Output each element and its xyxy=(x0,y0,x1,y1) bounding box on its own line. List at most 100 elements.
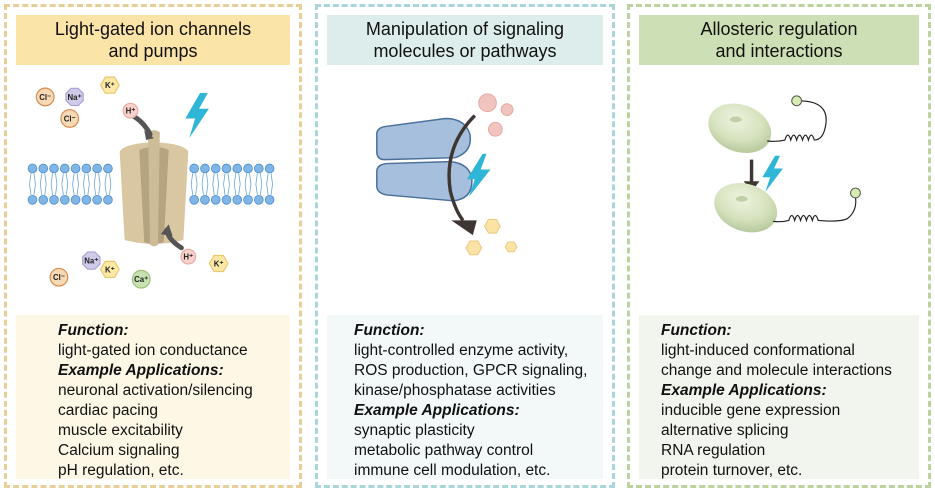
panel-title: Allosteric regulation and interactions xyxy=(700,19,858,61)
lipid-tail xyxy=(190,173,198,195)
lipid-head xyxy=(243,163,253,174)
lipid-tail xyxy=(233,173,241,195)
ligand-icon xyxy=(850,187,861,199)
lipid-head xyxy=(221,195,232,205)
lipid-head xyxy=(200,195,210,205)
ion-icon xyxy=(122,102,139,119)
ion-label: Na⁺ xyxy=(68,93,82,102)
illustration-ion-channel: Cl⁻Na⁺K⁺Cl⁻H⁺Na⁺H⁺K⁺Cl⁻K⁺Ca⁺ xyxy=(7,71,299,311)
ion-icon xyxy=(60,109,80,128)
lipid-head xyxy=(254,195,264,205)
lipid-head xyxy=(221,163,232,174)
substrate-circles-icon xyxy=(478,93,514,137)
lipid-tail xyxy=(93,173,101,195)
illustration-allosteric xyxy=(630,71,928,311)
ions-group: Cl⁻Na⁺K⁺Cl⁻H⁺Na⁺H⁺K⁺Cl⁻K⁺Ca⁺ xyxy=(35,76,229,289)
ion-icon xyxy=(35,87,55,107)
ion-label: Cl⁻ xyxy=(39,93,51,102)
lipid-tail xyxy=(255,173,263,195)
function-line: change and molecule interactions xyxy=(661,362,892,379)
helix-linker-icon xyxy=(773,196,857,223)
protein-domain-icon xyxy=(708,103,772,153)
application-item: Calcium signaling xyxy=(58,442,180,459)
lipid-head xyxy=(81,195,92,205)
info-box: Function: light-gated ion conductance Ex… xyxy=(16,315,290,479)
application-item: RNA regulation xyxy=(661,442,766,459)
lipid-head xyxy=(70,163,81,174)
ion-label: K⁺ xyxy=(214,259,224,268)
ion-icon xyxy=(208,254,229,273)
illustration-enzyme xyxy=(318,71,612,311)
ion-label: Cl⁻ xyxy=(64,114,76,123)
helix-linker-icon xyxy=(767,100,827,143)
lipid-head xyxy=(92,195,102,205)
lipid-head xyxy=(189,195,199,205)
lipid-head xyxy=(49,163,59,174)
lipid-tail xyxy=(61,173,69,195)
function-line: kinase/phosphatase activities xyxy=(354,382,556,399)
application-item: cardiac pacing xyxy=(58,402,158,419)
panel-title: Manipulation of signaling molecules or p… xyxy=(365,19,565,61)
lipid-head xyxy=(38,195,49,205)
lightning-icon xyxy=(466,153,491,197)
function-line: light-induced conformational xyxy=(661,342,855,359)
function-label: Function: xyxy=(58,322,129,339)
lipid-tail xyxy=(201,173,209,195)
application-item: metabolic pathway control xyxy=(354,442,534,459)
ion-icon xyxy=(82,251,101,270)
panel-header: Manipulation of signaling molecules or p… xyxy=(327,15,603,65)
applications-label: Example Applications: xyxy=(354,402,520,419)
panel-header: Light-gated ion channels and pumps xyxy=(16,15,290,65)
lipid-membrane-icon xyxy=(27,163,275,205)
lipid-head xyxy=(81,163,92,174)
panel-header: Allosteric regulation and interactions xyxy=(639,15,919,65)
application-item: pH regulation, etc. xyxy=(58,462,184,479)
applications-label: Example Applications: xyxy=(58,362,224,379)
lipid-head xyxy=(60,195,70,205)
protein-domain-icon xyxy=(714,182,778,233)
lipid-head xyxy=(210,163,221,174)
function-label: Function: xyxy=(354,322,425,339)
ion-icon xyxy=(65,87,84,107)
panel-ion-channels: Light-gated ion channels and pumps Cl⁻ Na… xyxy=(4,4,302,488)
function-line: light-controlled enzyme activity, xyxy=(354,342,569,359)
application-item: inducible gene expression xyxy=(661,402,841,419)
lipid-head xyxy=(27,195,38,205)
lipid-head xyxy=(243,195,253,205)
enzyme-icon xyxy=(376,117,473,202)
lipid-head xyxy=(92,163,102,174)
lipid-head xyxy=(264,195,275,205)
lipid-head xyxy=(103,195,113,205)
lipid-head xyxy=(27,163,38,174)
application-item: muscle excitability xyxy=(58,422,183,439)
ion-label: K⁺ xyxy=(105,81,115,90)
ion-channel-icon xyxy=(119,130,189,247)
lipid-tail xyxy=(50,173,58,195)
lipid-head xyxy=(254,163,264,174)
panel-allosteric: Allosteric regulation and interactions xyxy=(627,4,931,488)
applications-label: Example Applications: xyxy=(661,382,827,399)
ion-label: K⁺ xyxy=(105,265,115,274)
ion-label: H⁺ xyxy=(126,107,136,116)
lipid-head xyxy=(232,163,243,174)
panel-signaling: Manipulation of signaling molecules or p… xyxy=(315,4,615,488)
ion-icon xyxy=(99,260,120,279)
ion-label: Cl⁻ xyxy=(53,273,65,282)
ion-label: Na⁺ xyxy=(84,257,98,266)
application-item: protein turnover, etc. xyxy=(661,462,803,479)
lipid-head xyxy=(200,163,210,174)
info-box: Function: light-controlled enzyme activi… xyxy=(327,315,603,479)
lipid-tail xyxy=(29,173,36,195)
lightning-icon xyxy=(762,155,783,192)
lipid-tail xyxy=(104,173,112,195)
ion-label: H⁺ xyxy=(183,253,193,262)
lipid-head xyxy=(49,195,59,205)
application-item: alternative splicing xyxy=(661,422,789,439)
lipid-tail xyxy=(83,173,90,195)
lipid-head xyxy=(264,163,275,174)
lipid-head xyxy=(232,195,243,205)
lipid-tail xyxy=(72,173,79,195)
application-item: synaptic plasticity xyxy=(354,422,475,439)
function-line: ROS production, GPCR signaling, xyxy=(354,362,588,379)
application-item: neuronal activation/silencing xyxy=(58,382,253,399)
